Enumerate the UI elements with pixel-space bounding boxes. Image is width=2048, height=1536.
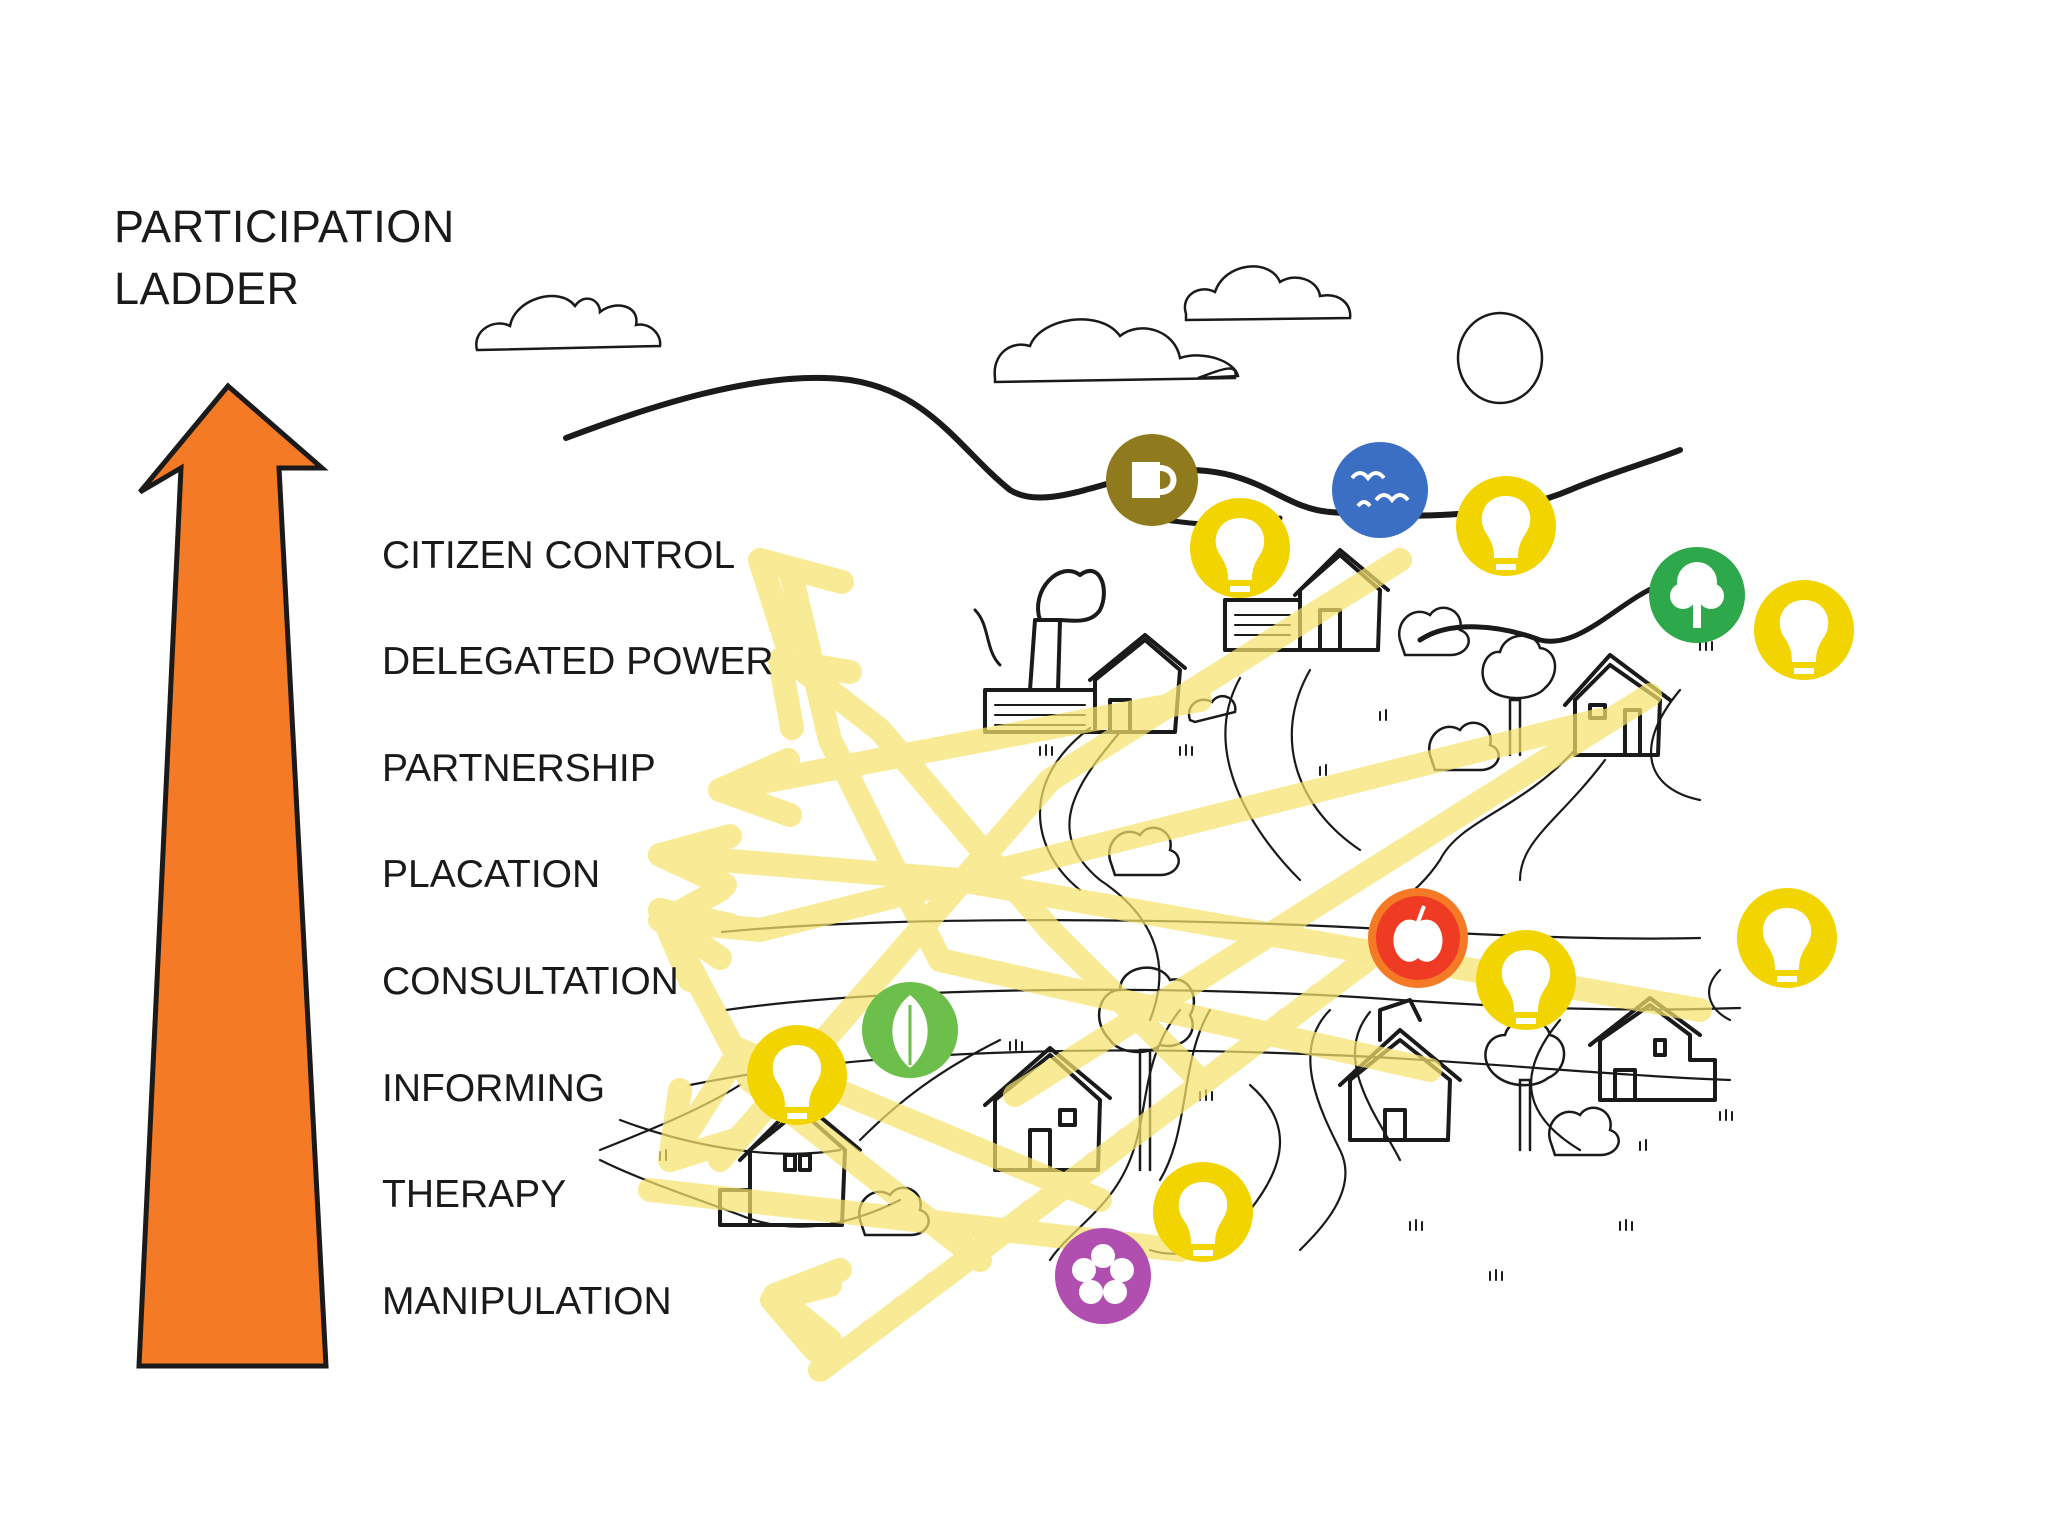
grass-tuft (1319, 764, 1327, 776)
yellow-arrow (708, 688, 1212, 802)
yellow-arrow (1003, 683, 1662, 1107)
lightbulb-icon (1456, 476, 1556, 576)
flower-icon (1055, 1228, 1151, 1324)
factory-icon (973, 569, 1106, 734)
tree-icon (1481, 634, 1557, 757)
yellow-arrow (658, 1038, 1112, 1212)
road-line (720, 919, 1702, 940)
tree-icon (1484, 1018, 1566, 1152)
rung-manipulation: MANIPULATION (382, 1280, 672, 1323)
diagram-title: PARTICIPATION LADDER (114, 196, 455, 320)
rung-therapy: THERAPY (382, 1173, 567, 1216)
road-line (688, 1049, 1732, 1087)
bush-icon (1397, 606, 1470, 657)
path-line (1650, 688, 1702, 802)
path-line (1224, 676, 1302, 882)
path-line (858, 1038, 1002, 1142)
yellow-arrow (778, 648, 1212, 1092)
lightbulb-icon (1754, 580, 1854, 680)
path-line (1353, 1010, 1402, 1162)
lightbulb-icon (1476, 930, 1576, 1030)
rung-citizen-control: CITIZEN CONTROL (382, 534, 736, 577)
path-line (1039, 726, 1092, 892)
bush-icon (1427, 721, 1500, 772)
sun-icon (1456, 311, 1544, 405)
rung-consultation: CONSULTATION (382, 960, 679, 1003)
title-line-2: LADDER (114, 263, 300, 314)
path-line (1530, 1018, 1582, 1152)
cloud-icon (1183, 265, 1352, 322)
upward-orange-arrow-icon (136, 382, 329, 1369)
lightbulb-icon (1190, 498, 1290, 598)
leaf-icon (862, 982, 958, 1078)
grass-tuft (1639, 1139, 1647, 1151)
rung-partnership: PARTNERSHIP (382, 747, 656, 790)
lightbulb-icon (747, 1025, 847, 1125)
grass-tuft (1489, 1269, 1503, 1281)
path-line (1068, 730, 1161, 1022)
rung-placation: PLACATION (382, 853, 601, 896)
grass-tuft (1379, 709, 1387, 721)
title-line-1: PARTICIPATION (114, 201, 455, 252)
yellow-arrow (648, 898, 702, 992)
rung-informing: INFORMING (382, 1067, 606, 1110)
yellow-arrow (748, 548, 798, 654)
grass-tuft (1619, 1219, 1633, 1231)
lightbulb-icon (1737, 888, 1837, 988)
yellow-arrow (763, 1283, 842, 1352)
path-line (1290, 668, 1362, 852)
grass-tuft (1409, 1219, 1423, 1231)
cloud-icon (475, 294, 662, 352)
grass-tuft (1179, 744, 1193, 756)
cloud-icon (993, 318, 1240, 384)
grass-tuft (1039, 744, 1053, 756)
grass-tuft (1009, 1039, 1023, 1051)
coffee-cup-icon (1106, 434, 1198, 526)
apple-icon (1368, 888, 1468, 988)
lightbulb-icon (1153, 1162, 1253, 1262)
yellow-arrow (708, 778, 802, 827)
yellow-arrow (768, 648, 804, 740)
yellow-arrow (708, 548, 1412, 1172)
grass-tuft (1719, 1109, 1733, 1121)
birds-icon (1332, 442, 1428, 538)
yellow-arrow (658, 1128, 747, 1172)
path-line (1518, 758, 1607, 882)
rung-delegated-power: DELEGATED POWER (382, 640, 774, 683)
path-line (1708, 968, 1732, 1022)
bush-icon (1547, 1106, 1620, 1157)
yellow-arrow (808, 908, 1432, 1382)
tree-badge-icon (1649, 547, 1745, 643)
